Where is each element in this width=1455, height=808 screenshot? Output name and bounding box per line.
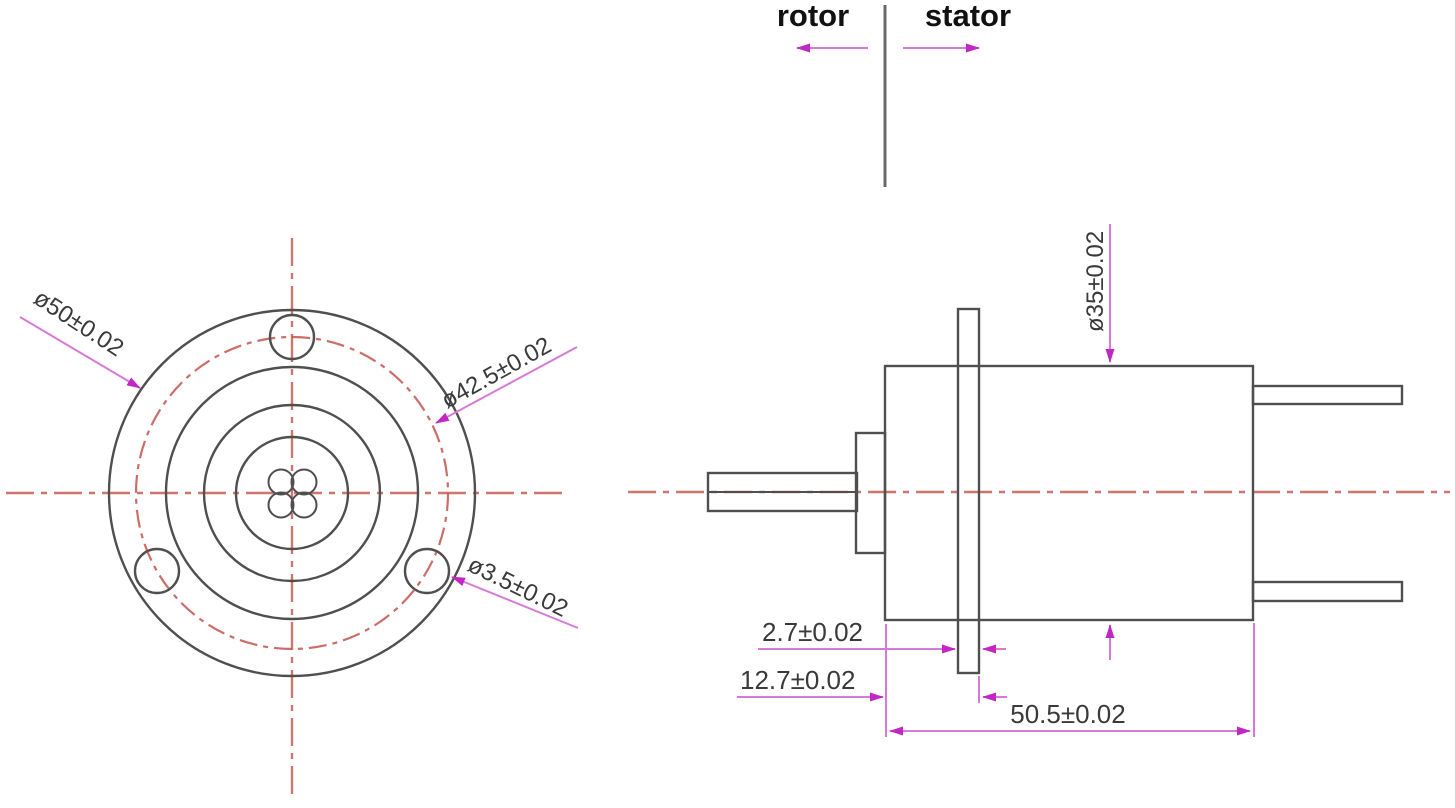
dimension-label: 2.7±0.02 (762, 617, 863, 647)
mounting-hole-left (133, 547, 181, 595)
inner-circle-bore (234, 435, 350, 551)
front-view: ø50±0.02 ø42.5±0.02 ø3.5±0.02 (6, 238, 579, 798)
dimension-label: 50.5±0.02 (1010, 699, 1125, 729)
dimension-label: ø3.5±0.02 (463, 551, 572, 623)
dimension-label: ø35±0.02 (1082, 231, 1109, 332)
wire-hole (290, 468, 318, 496)
inner-circle-outer (202, 403, 382, 583)
rotor-stator-header: rotor stator (777, 0, 1011, 187)
dimension-flange-thickness: 2.7±0.02 (758, 617, 1006, 654)
stator-body (883, 364, 1255, 622)
dimension-body-length: 50.5±0.02 (885, 623, 1255, 737)
body-circle (164, 365, 420, 621)
dimension-mounting-hole: ø3.5±0.02 (451, 551, 579, 629)
wire-hole (267, 468, 295, 496)
terminal-pin-top (1251, 384, 1404, 406)
stator-label: stator (925, 0, 1011, 33)
dimension-flange-offset: 12.7±0.02 (737, 665, 1007, 703)
rotor-label: rotor (777, 0, 849, 33)
terminal-pin-bottom (1251, 580, 1404, 603)
dimension-body-diameter: ø35±0.02 (1082, 224, 1115, 660)
wire-hole (290, 491, 318, 519)
leader-line (19, 316, 141, 389)
dimension-outer-diameter: ø50±0.02 (19, 284, 141, 389)
leader-line (451, 576, 579, 629)
wire-hole (267, 491, 295, 519)
dimension-label: 12.7±0.02 (740, 665, 855, 695)
bolt-circle-centerline (134, 335, 450, 651)
flange-outline-circle (107, 308, 477, 678)
leader-line (435, 346, 578, 424)
wire-hole-cluster (267, 468, 318, 519)
mounting-flange (956, 307, 981, 675)
dimension-bolt-circle: ø42.5±0.02 (435, 332, 578, 424)
mounting-hole-right (403, 547, 451, 595)
side-view: ø35±0.02 2.7±0.02 12.7±0.02 50.5±0.02 (628, 224, 1450, 737)
dimension-label: ø42.5±0.02 (437, 332, 556, 414)
mounting-hole-top (268, 313, 316, 361)
